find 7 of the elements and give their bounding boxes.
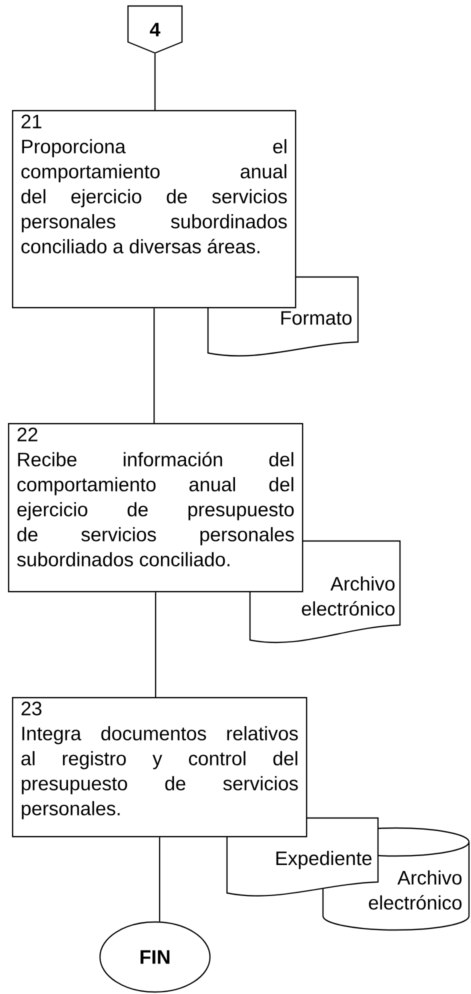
- connector-line: [154, 54, 156, 110]
- process-box: 21 Proporciona el comportamiento anual del ejercicio de servicios personales subordinados conciliado a diversas áreas.: [12, 110, 296, 308]
- process-box: 22 Recibe información del comportamiento anual del ejercicio de presupuesto de servicios personales subordinados conciliado.: [8, 423, 304, 592]
- connector-line: [154, 308, 155, 423]
- off-page-connector: 4: [127, 5, 183, 54]
- connector-line: [159, 837, 160, 922]
- connector-line: [155, 592, 156, 697]
